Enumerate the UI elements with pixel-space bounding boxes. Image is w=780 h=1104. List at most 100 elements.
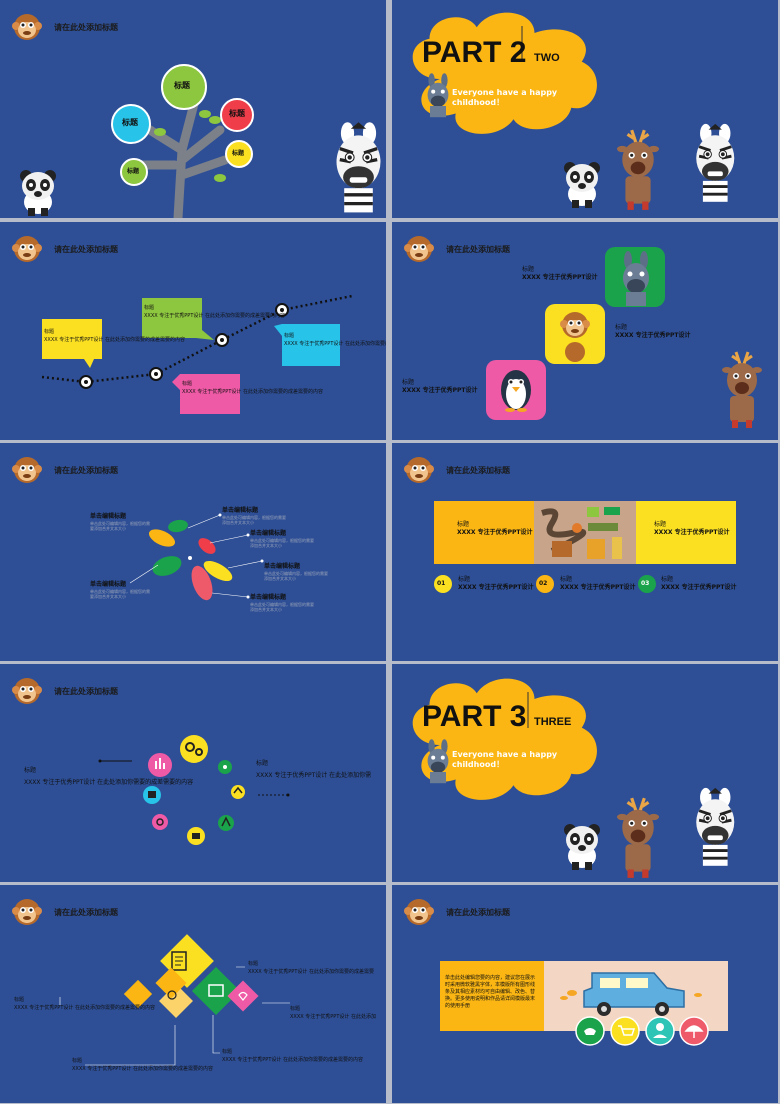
zebra-illustration bbox=[694, 786, 736, 868]
timeline-diagram bbox=[41, 294, 353, 414]
callout-pink bbox=[172, 374, 240, 414]
bubble-green-small bbox=[120, 158, 148, 186]
part-title: PART 3 bbox=[422, 700, 527, 733]
slide-1[interactable]: 请在此处添加标题 标题 标题 标题 标题 标题 bbox=[0, 0, 386, 218]
step-number: 02 bbox=[539, 580, 548, 587]
deer-illustration bbox=[615, 128, 661, 212]
part-subtitle: THREE bbox=[534, 716, 572, 728]
step-number: 03 bbox=[641, 580, 650, 587]
zebra-illustration bbox=[334, 120, 383, 215]
callout-yellow bbox=[42, 319, 102, 368]
slide-header: 请在此处添加标题 bbox=[12, 674, 118, 708]
slide-title: 请在此处添加标题 bbox=[54, 244, 118, 254]
tagline-line-2: childhood！ bbox=[452, 98, 505, 107]
slide-8[interactable]: PART 3 THREE Everyone have a happy child… bbox=[392, 664, 778, 882]
item-title: 单击编辑标题 bbox=[222, 507, 259, 514]
diamond-diagram bbox=[59, 934, 290, 1066]
part-title: PART 2 bbox=[422, 36, 527, 69]
item-text: 单击此处可编辑内容，根据您的需要添加合并文本大小 bbox=[250, 602, 314, 612]
item-title: 单击编辑标题 bbox=[250, 594, 287, 601]
item-title: 单击编辑标题 bbox=[90, 513, 127, 520]
banner-diagram bbox=[434, 501, 736, 593]
item-text: 单击此处可编辑内容，根据您的需要添加合并文本大小 bbox=[222, 515, 286, 525]
slide-header: 请在此处添加标题 bbox=[404, 453, 510, 487]
slide-title: 请在此处添加标题 bbox=[446, 244, 510, 254]
slide-title: 请在此处添加标题 bbox=[446, 907, 510, 917]
slide-header: 请在此处添加标题 bbox=[12, 10, 118, 44]
icon-circle-diagram bbox=[98, 735, 290, 845]
panda-illustration bbox=[564, 162, 600, 208]
animal-cards bbox=[486, 247, 764, 430]
zebra-illustration bbox=[694, 122, 736, 204]
tree-diagram bbox=[20, 64, 383, 218]
bubble-label: 标题 bbox=[232, 150, 245, 157]
petal-diagram bbox=[129, 513, 264, 601]
slide-title: 请在此处添加标题 bbox=[54, 465, 118, 475]
car-panel bbox=[440, 961, 728, 1046]
panda-illustration bbox=[20, 170, 56, 216]
slide-title: 请在此处添加标题 bbox=[54, 22, 118, 32]
deer-illustration bbox=[720, 350, 764, 430]
slide-title: 请在此处添加标题 bbox=[446, 465, 510, 475]
bubble-label: 标题 bbox=[229, 109, 245, 118]
part-cloud bbox=[412, 678, 736, 880]
slide-10[interactable]: 请在此处添加标题 单击此处编辑您要的内容，建议您在展示时采用微软雅黑字体，本模版… bbox=[392, 885, 778, 1103]
slide-header: 请在此处添加标题 bbox=[12, 232, 118, 266]
slide-header: 请在此处添加标题 bbox=[404, 232, 510, 266]
item-text: 单击此处可编辑内容，根据您的需要添加合并文本大小 bbox=[90, 589, 150, 599]
item-text: 单击此处可编辑内容，根据您的需要添加合并文本大小 bbox=[264, 571, 328, 581]
bubble-green-large bbox=[161, 64, 207, 110]
description-text: 单击此处编辑您要的内容，建议您在展示时采用微软雅黑字体，本模版所有图形线条及其相… bbox=[445, 975, 536, 1009]
step-number: 01 bbox=[437, 580, 446, 587]
callout-cyan bbox=[274, 324, 340, 366]
part-subtitle: TWO bbox=[534, 52, 560, 64]
slide-header: 请在此处添加标题 bbox=[12, 895, 118, 929]
item-text: 单击此处可编辑内容，根据您的需要添加合并文本大小 bbox=[90, 521, 150, 531]
slide-2[interactable]: PART 2 TWO Everyone have a happy childho… bbox=[392, 0, 778, 218]
part-cloud bbox=[412, 12, 736, 212]
bubble-label: 标题 bbox=[174, 81, 190, 90]
bubble-red bbox=[220, 98, 254, 132]
bubble-label: 标题 bbox=[122, 118, 138, 127]
bubble-label: 标题 bbox=[127, 168, 140, 175]
slide-title: 请在此处添加标题 bbox=[54, 907, 118, 917]
slide-5[interactable]: 请在此处添加标题 单击编辑标题 单击此处可编辑内容，根据您的需要添加合并文本大小… bbox=[0, 443, 386, 661]
bubble-yellow bbox=[225, 140, 253, 168]
bubble-cyan bbox=[111, 104, 151, 144]
slide-header: 请在此处添加标题 bbox=[12, 453, 118, 487]
deer-illustration bbox=[615, 796, 661, 880]
tagline-line-2: childhood！ bbox=[452, 760, 505, 769]
item-title: 单击编辑标题 bbox=[90, 581, 127, 588]
panda-illustration bbox=[564, 824, 600, 870]
tagline-line-1: Everyone have a happy bbox=[452, 750, 558, 759]
slide-title: 请在此处添加标题 bbox=[54, 686, 118, 696]
callout-green bbox=[142, 298, 214, 340]
slide-header: 请在此处添加标题 bbox=[404, 895, 510, 929]
tagline-line-1: Everyone have a happy bbox=[452, 88, 558, 97]
item-text: 单击此处可编辑内容，根据您的需要添加合并文本大小 bbox=[250, 538, 314, 548]
item-title: 单击编辑标题 bbox=[250, 530, 287, 537]
